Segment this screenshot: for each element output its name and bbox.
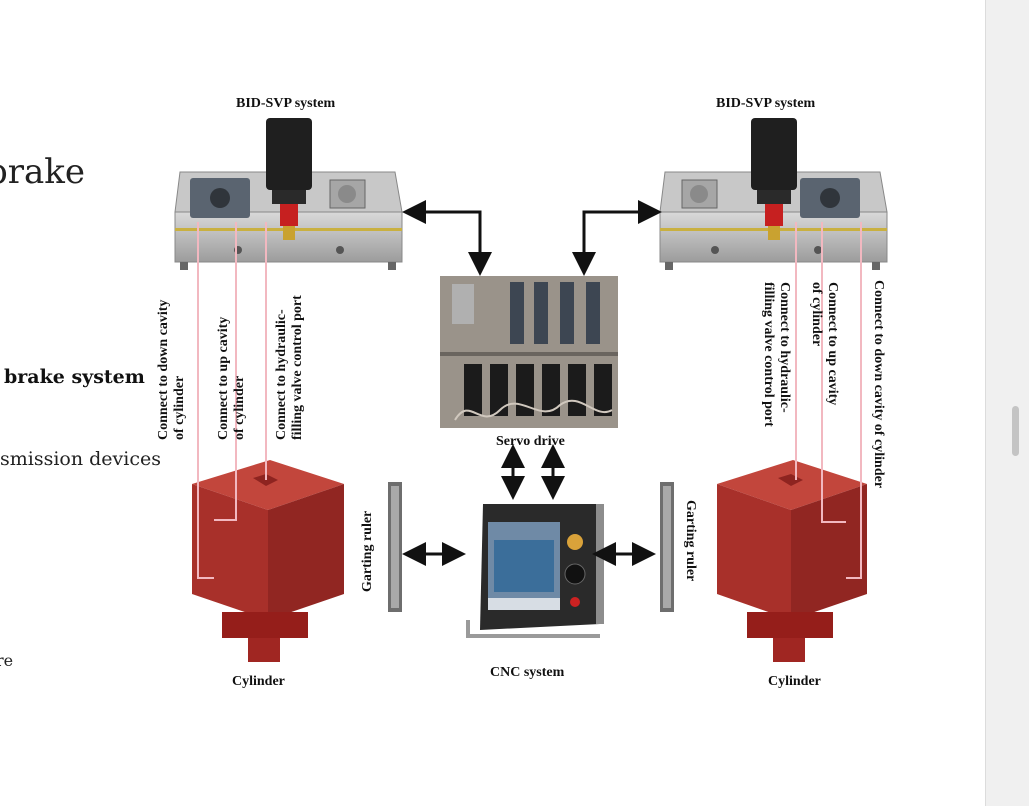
right-garting-ruler [660, 482, 674, 612]
right-label-up-line1: Connect to up cavity [825, 282, 840, 406]
left-label-up-line2: of cylinder [232, 375, 247, 440]
right-label-up-line2: of cylinder [809, 282, 824, 347]
left-label-up-cavity: Connect to up cavity of cylinder [216, 317, 248, 440]
right-cylinder-label: Cylinder [768, 674, 821, 689]
cnc-system-label: CNC system [490, 665, 565, 680]
left-label-valve-port: Connect to hydraulic- filling valve cont… [274, 295, 306, 440]
right-label-valve-port: Connect to hydraulic- filling valve cont… [760, 282, 792, 427]
doc-line-fragment: smission devices [0, 448, 161, 470]
left-ruler-label: Garting ruler [360, 510, 375, 592]
right-label-down-cavity: Connect to down cavity of cylinder [871, 280, 886, 489]
right-hydraulic-unit [659, 118, 888, 270]
right-cylinder [717, 460, 867, 662]
left-label-up-line1: Connect to up cavity [216, 316, 231, 440]
left-label-down-line2: of cylinder [172, 375, 187, 440]
left-garting-ruler [388, 482, 402, 612]
servo-drive-label: Servo drive [496, 434, 565, 449]
left-label-valve-line1: Connect to hydraulic- [274, 309, 289, 440]
left-label-down-line1: Connect to down cavity [156, 299, 171, 440]
left-hydraulic-unit [174, 118, 403, 270]
right-label-valve-line1: Connect to hydraulic- [777, 282, 792, 413]
left-cylinder [192, 460, 344, 662]
right-label-valve-line2: filling valve control port [761, 282, 776, 427]
doc-heading-fragment: brake [0, 152, 86, 192]
right-system-label: BID-SVP system [716, 96, 816, 111]
connection-arrows [402, 200, 662, 566]
servo-drive-photo [440, 276, 618, 428]
vertical-scrollbar[interactable] [985, 0, 1029, 806]
left-label-down-cavity: Connect to down cavity of cylinder [156, 300, 188, 440]
right-label-up-cavity: Connect to up cavity of cylinder [808, 282, 840, 405]
doc-small-fragment: re [0, 651, 14, 670]
scrollbar-thumb[interactable] [1012, 406, 1019, 456]
right-pipes [795, 222, 862, 579]
cnc-controller [466, 504, 604, 638]
left-label-valve-line2: filling valve control port [290, 295, 305, 440]
left-pipes [197, 222, 267, 579]
left-system-label: BID-SVP system [236, 96, 336, 111]
right-ruler-label: Garting ruler [683, 500, 698, 582]
left-cylinder-label: Cylinder [232, 674, 285, 689]
diagram-graphics [174, 118, 888, 662]
doc-bold-fragment: brake system [4, 366, 145, 388]
